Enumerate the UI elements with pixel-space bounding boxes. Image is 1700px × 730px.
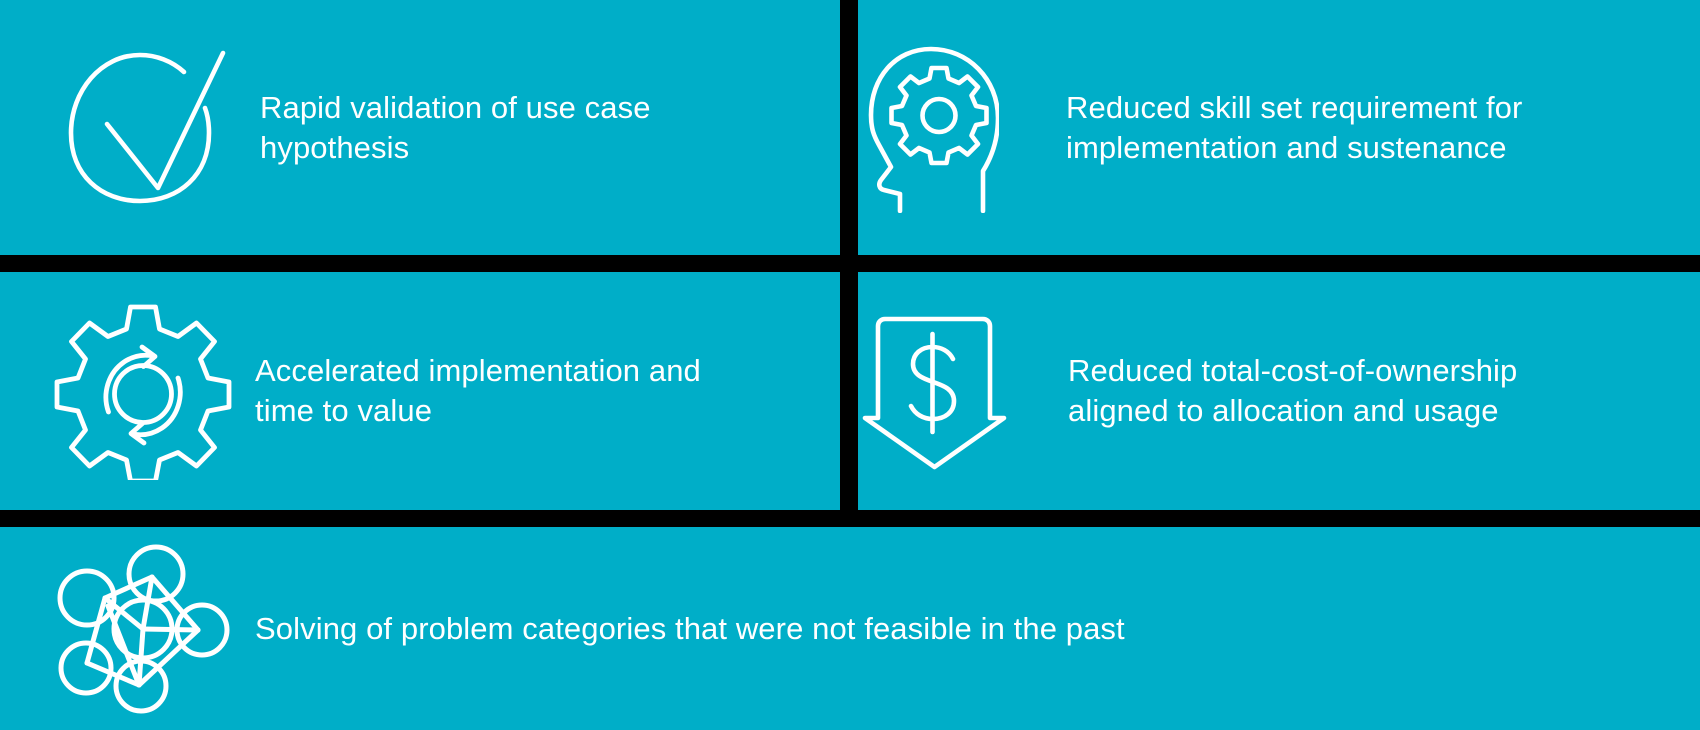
benefit-label: Accelerated implementation and time to v… <box>255 353 701 428</box>
benefit-label: Reduced total-cost-of-ownership aligned … <box>1068 353 1518 428</box>
benefit-label: Reduced skill set requirement for implem… <box>1066 89 1523 165</box>
benefit-card-rapid-validation: Rapid validation of use case hypothesis <box>0 0 840 255</box>
network-nodes-icon <box>40 544 245 714</box>
benefit-card-reduced-skill-set: Reduced skill set requirement for implem… <box>858 0 1700 255</box>
head-gear-icon <box>858 43 1008 213</box>
benefit-card-reduced-tco: Reduced total-cost-of-ownership aligned … <box>858 272 1700 510</box>
benefit-label: Solving of problem categories that were … <box>255 610 1125 646</box>
dollar-down-arrow-icon <box>858 310 1010 472</box>
benefit-label: Rapid validation of use case hypothesis <box>260 89 651 165</box>
benefit-card-accelerated-implementation: Accelerated implementation and time to v… <box>0 272 840 510</box>
gear-refresh-icon <box>40 302 245 480</box>
check-circle-icon <box>45 44 250 212</box>
benefit-card-solving-problem-categories: Solving of problem categories that were … <box>0 527 1700 730</box>
